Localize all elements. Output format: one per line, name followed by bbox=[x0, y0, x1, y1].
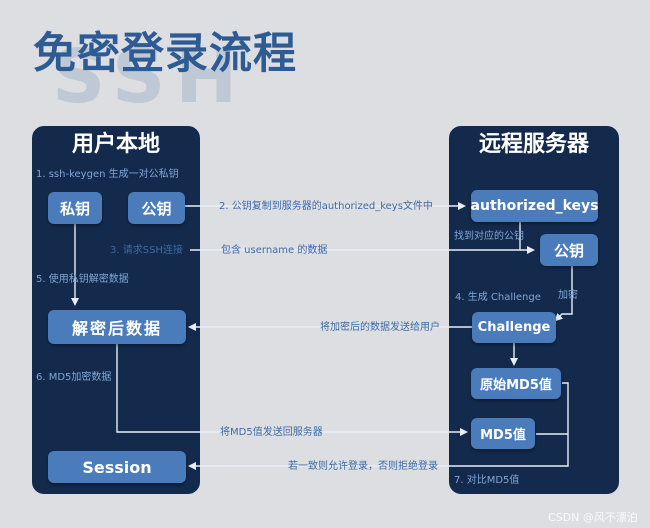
compare-result-label: 若一致则允许登录，否则拒绝登录 bbox=[288, 461, 438, 472]
step3-request-label: 3. 请求SSH连接 bbox=[110, 245, 183, 256]
authorized-keys-box: authorized_keys bbox=[471, 190, 598, 222]
step4-challenge-label: 4. 生成 Challenge bbox=[455, 292, 541, 303]
session-box: Session bbox=[48, 451, 186, 483]
send-md5-label: 将MD5值发送回服务器 bbox=[220, 427, 323, 438]
step5-decrypt-label: 5. 使用私钥解密数据 bbox=[36, 274, 129, 285]
private-key-box: 私钥 bbox=[48, 192, 102, 224]
arrow-compare-result bbox=[188, 382, 569, 470]
step6-md5-label: 6. MD5加密数据 bbox=[36, 372, 112, 383]
challenge-box: Challenge bbox=[472, 312, 556, 343]
include-username-label: 包含 username 的数据 bbox=[221, 245, 328, 256]
public-key-remote-box: 公钥 bbox=[540, 234, 598, 266]
md5-value-box: MD5值 bbox=[471, 418, 535, 449]
title-background-text: SSH bbox=[52, 34, 248, 120]
encrypt-label: 加密 bbox=[558, 290, 578, 301]
arrow-encrypt bbox=[554, 266, 573, 322]
md5-original-box: 原始MD5值 bbox=[471, 368, 561, 399]
send-encrypted-label: 将加密后的数据发送给用户 bbox=[320, 322, 440, 333]
user-local-heading: 用户本地 bbox=[71, 132, 160, 157]
find-key-label: 找到对应的公钥 bbox=[454, 231, 524, 242]
arrow-send-md5 bbox=[116, 344, 468, 436]
step1-keygen-label: 1. ssh-keygen 生成一对公私钥 bbox=[36, 169, 179, 180]
step7-compare-label: 7. 对比MD5值 bbox=[454, 475, 520, 486]
remote-server-heading: 远程服务器 bbox=[478, 132, 589, 157]
diagram-title: 免密登录流程 bbox=[33, 29, 297, 79]
public-key-local-box: 公钥 bbox=[128, 192, 185, 224]
decrypted-data-box: 解密后数据 bbox=[48, 310, 186, 344]
csdn-watermark: CSDN @风不漂泊 bbox=[548, 511, 638, 524]
step2-copy-key-label: 2. 公钥复制到服务器的authorized_keys文件中 bbox=[219, 201, 433, 212]
